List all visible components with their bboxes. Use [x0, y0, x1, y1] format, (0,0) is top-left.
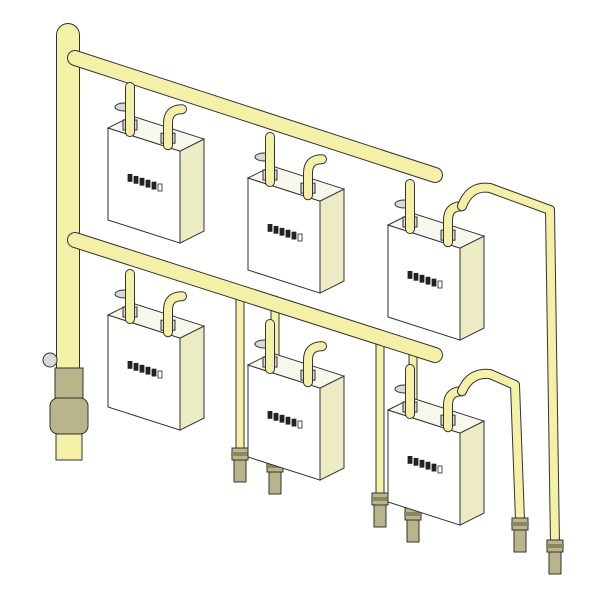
meter-counter-digit: [133, 175, 139, 184]
outlet-fitting-meter-6: [511, 517, 529, 553]
gas-meter-4: [106, 289, 206, 431]
meter-3-outlet-line-body: [458, 183, 559, 549]
outlet-fitting-meter-6-stub: [513, 529, 527, 553]
meter-counter-digit: [297, 233, 303, 242]
meter-counter-digit: [431, 278, 437, 287]
meter-outlet-pipe-body: [164, 292, 186, 337]
meter-counter-digit: [151, 368, 157, 377]
gas-meter-5: [246, 339, 346, 481]
meter-outlet-pipe-body: [304, 155, 326, 200]
riser-end-stub: [55, 433, 83, 461]
meter-outlet-pipe-body: [164, 105, 186, 150]
meter-counter-digit: [413, 272, 419, 281]
meter-counter-digit: [273, 412, 279, 421]
meter-counter-digit: [127, 360, 133, 369]
meter-counter-digit: [267, 223, 273, 232]
outlet-fitting-meter-3: [546, 539, 564, 575]
drop-fitting-2-band: [371, 497, 389, 501]
meter-counter-digit: [431, 463, 437, 472]
upper-manifold-pipe-body: [68, 51, 442, 182]
meter-counter-digit: [145, 179, 151, 188]
meter-counter-digit: [145, 366, 151, 375]
meter-outlet-pipe: [163, 291, 187, 338]
gas-meter-2: [246, 152, 346, 294]
drop-fitting-4-stub: [406, 519, 420, 543]
drop-fitting-1-band: [231, 452, 249, 456]
lower-manifold-pipe: [67, 232, 443, 363]
meter-counter-digit: [291, 231, 297, 240]
meter-counter-digit: [291, 418, 297, 427]
drop-fitting-2-stub: [373, 504, 387, 528]
meter-counter-digit: [273, 225, 279, 234]
outlet-fitting-meter-6-band: [511, 522, 529, 526]
meter-counter-digit: [419, 459, 425, 468]
drop-fitting-4: [404, 507, 422, 543]
meter-6-outlet-line-body: [458, 369, 524, 524]
meter-side-face: [459, 420, 485, 526]
lower-manifold-pipe-body: [68, 233, 442, 362]
meter-counter-digit: [437, 465, 443, 474]
drop-fitting-3-stub: [268, 471, 282, 495]
meter-counter-digit: [139, 177, 145, 186]
meter-counter-digit: [127, 173, 133, 182]
meter-counter-digit: [133, 362, 139, 371]
meter-3-outlet-line: [457, 182, 560, 550]
drop-fitting-1: [231, 447, 249, 483]
meter-counter-digit: [437, 280, 443, 289]
riser-union-fitting: [54, 367, 84, 399]
meter-counter-digit: [279, 414, 285, 423]
meter-counter-digit: [151, 181, 157, 190]
meter-counter-digit: [407, 270, 413, 279]
meter-counter-digit: [425, 276, 431, 285]
meter-outlet-pipe-body: [304, 342, 326, 387]
meter-counter-digit: [157, 183, 163, 192]
meter-side-face: [179, 138, 205, 244]
gas-meter-3: [386, 199, 486, 341]
meter-side-face: [319, 188, 345, 294]
upper-manifold-pipe: [67, 50, 443, 183]
outlet-fitting-meter-3-stub: [548, 551, 562, 575]
meter-counter-digit: [267, 410, 273, 419]
meter-side-face: [179, 325, 205, 431]
meter-counter-digit: [157, 370, 163, 379]
drop-fitting-2: [371, 492, 389, 528]
meter-counter-digit: [407, 455, 413, 464]
meter-side-face: [459, 235, 485, 341]
meter-counter-digit: [139, 364, 145, 373]
meter-outlet-pipe: [303, 154, 327, 201]
meter-outlet-pipe: [163, 104, 187, 151]
riser-coupling-fitting: [49, 397, 89, 435]
meter-6-outlet-line: [457, 368, 525, 525]
gas-meter-1: [106, 102, 206, 244]
riser-valve-handle-icon: [42, 352, 58, 368]
gas-meter-6: [386, 384, 486, 526]
meter-side-face: [319, 375, 345, 481]
drop-fitting-4-band: [404, 512, 422, 516]
meter-counter-digit: [285, 416, 291, 425]
meter-outlet-pipe: [303, 341, 327, 388]
meter-counter-digit: [419, 274, 425, 283]
drop-fitting-1-stub: [233, 459, 247, 483]
meter-counter-digit: [279, 227, 285, 236]
meter-counter-digit: [425, 461, 431, 470]
meter-counter-digit: [285, 229, 291, 238]
outlet-fitting-meter-3-band: [546, 544, 564, 548]
meter-counter-digit: [413, 457, 419, 466]
meter-counter-digit: [297, 420, 303, 429]
